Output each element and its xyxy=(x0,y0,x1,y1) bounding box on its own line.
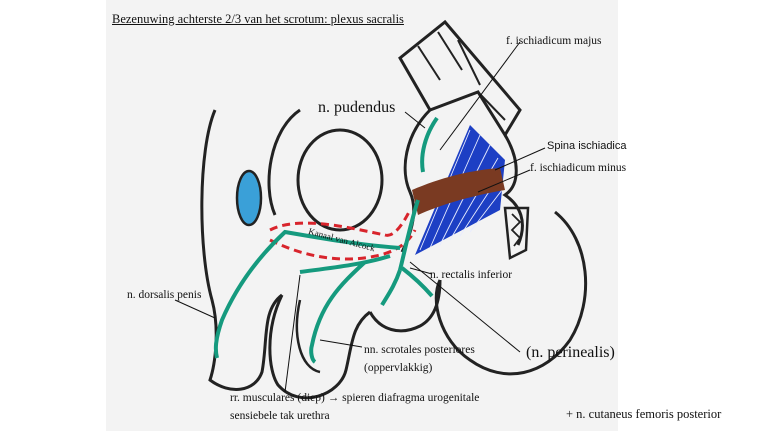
rectal-branch-2 xyxy=(400,266,434,298)
label-scrotales-2: (oppervlakkig) xyxy=(364,362,433,374)
scrotum-outline xyxy=(268,294,371,400)
penile-bulb xyxy=(235,169,263,227)
label-spina: Spina ischiadica xyxy=(547,140,627,152)
pudendal-nerve xyxy=(420,116,439,173)
tuber-outline xyxy=(434,210,588,376)
label-scrotales-1: nn. scrotales posteriores xyxy=(364,344,475,356)
pubic-outline xyxy=(200,109,283,391)
label-foramen-majus: f. ischiadicum majus xyxy=(506,35,602,47)
coccyx-outline xyxy=(503,206,530,260)
label-rectalis: n. rectalis inferior xyxy=(430,269,513,281)
diagram-title: Bezenuwing achterste 2/3 van het scrotum… xyxy=(112,12,404,26)
label-dorsalis: n. dorsalis penis xyxy=(127,289,202,301)
obturator-outline xyxy=(267,108,301,216)
scrotal-branch xyxy=(309,260,367,364)
label-musculares-2: sensiebele tak urethra xyxy=(230,410,330,422)
sacrospinous-ligament xyxy=(412,168,505,215)
diagram-panel xyxy=(106,0,618,431)
perineum-outline xyxy=(295,299,321,374)
pudendal-nerve-lower xyxy=(398,199,420,271)
label-pudendus: n. pudendus xyxy=(318,99,396,116)
obturator-foramen xyxy=(296,128,384,232)
anal-outline xyxy=(368,279,442,333)
rectal-branch xyxy=(380,269,402,307)
dorsal-penis-nerve xyxy=(213,229,401,359)
label-musculares-1: rr. musculares (diep) → spieren diafragm… xyxy=(230,392,480,404)
ischial-spine xyxy=(502,134,524,246)
label-cutaneus: + n. cutaneus femoris posterior xyxy=(566,407,722,421)
label-perinealis: (n. perinealis) xyxy=(526,344,615,361)
coccyx-tip xyxy=(510,213,522,247)
sacrum-segments xyxy=(417,31,506,121)
perineal-branch xyxy=(299,254,391,274)
pointer-lines xyxy=(174,41,546,393)
label-foramen-minus: f. ischiadicum minus xyxy=(530,162,627,174)
